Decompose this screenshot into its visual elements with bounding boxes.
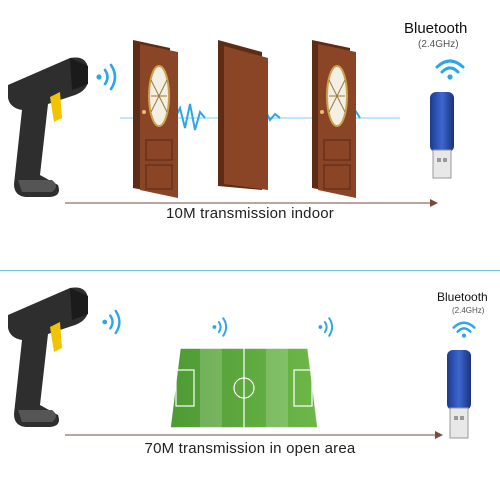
receiver-frequency: (2.4GHz) — [418, 39, 459, 50]
wifi-signal-icon — [96, 63, 117, 91]
wifi-signal-icon — [102, 309, 121, 335]
wifi-signal-icon — [452, 321, 476, 339]
distance-arrow — [65, 199, 438, 207]
wifi-signal-icon — [435, 59, 465, 82]
door-icon — [312, 40, 356, 198]
distance-arrow — [65, 431, 443, 439]
receiver-label: Bluetooth — [437, 290, 488, 304]
barcode-scanner-icon — [8, 57, 88, 197]
door-icon — [218, 40, 268, 190]
soccer-field-icon — [169, 347, 319, 429]
section-divider — [0, 270, 500, 271]
wifi-signal-icon — [212, 317, 228, 337]
barcode-scanner-icon — [8, 287, 88, 427]
usb-dongle-icon — [447, 350, 471, 439]
usb-dongle-icon — [430, 92, 454, 179]
receiver-frequency: (2.4GHz) — [452, 306, 485, 315]
range-caption: 10M transmission indoor — [165, 205, 334, 222]
range-caption: 70M transmission in open area — [144, 440, 356, 457]
receiver-label: Bluetooth — [404, 20, 468, 37]
wifi-signal-icon — [318, 317, 334, 337]
door-icon — [133, 40, 178, 198]
